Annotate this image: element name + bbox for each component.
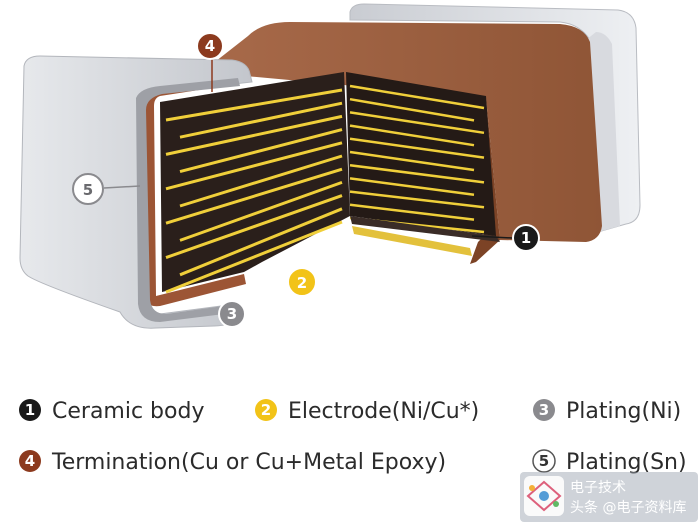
callout-1-marker: 1: [512, 224, 540, 252]
electrode-layer: [165, 114, 343, 156]
electrode-layer: [349, 203, 475, 221]
electrode-layer: [349, 163, 485, 184]
legend-item-electrode: 2 Electrode(Ni/Cu*): [255, 399, 479, 424]
electrode-layer: [165, 194, 343, 260]
callout-2-marker: 2: [287, 267, 317, 297]
callout-4-marker: 4: [196, 32, 224, 60]
termination-layer-left: [142, 76, 246, 307]
electrode-layer: [349, 84, 485, 110]
electrode-layer: [165, 220, 343, 294]
callout-5-number: 5: [83, 181, 93, 199]
callout-5-leader: [103, 185, 141, 189]
electrode-layer: [349, 177, 475, 197]
legend-plating-ni-number: 3: [539, 401, 549, 419]
ceramic-body-top: [202, 22, 602, 242]
legend-item-termination: 4 Termination(Cu or Cu+Metal Epoxy): [19, 450, 446, 475]
electrode-layer: [349, 97, 475, 122]
watermark-line2: 头条 @电子资料库: [570, 499, 686, 516]
electrode-layer: [349, 124, 475, 147]
right-termination-inner: [586, 32, 620, 232]
electrodes-left: [165, 88, 343, 294]
electrode-layer: [165, 88, 343, 122]
callout-3-number: 3: [227, 305, 237, 323]
watermark-backdrop: [520, 472, 698, 522]
callout-4-number: 4: [205, 37, 215, 55]
electrode-layer: [165, 167, 343, 225]
callout-3-marker: 3: [218, 300, 246, 328]
electrode-layer: [349, 190, 485, 209]
legend: 1 Ceramic body 2 Electrode(Ni/Cu*) 3 Pla…: [19, 399, 687, 475]
watermark: 电子技术 头条 @电子资料库: [520, 472, 698, 522]
legend-electrode-label: Electrode(Ni/Cu*): [288, 399, 479, 424]
electrode-layer: [349, 150, 475, 172]
electrode-layer: [179, 128, 343, 174]
electrode-layer: [179, 154, 343, 208]
callout-5-marker: 5: [72, 173, 104, 205]
bottom-ceramic-strip: [350, 216, 500, 242]
electrode-layer: [179, 180, 343, 242]
legend-plating-ni-label: Plating(Ni): [566, 399, 681, 424]
legend-item-ceramic-body: 1 Ceramic body: [19, 399, 204, 424]
callout-2-number: 2: [297, 274, 307, 292]
electrode-layer: [349, 111, 485, 135]
elecfans-logo-icon: [524, 476, 564, 516]
bottom-electrode-strip: [352, 226, 472, 256]
legend-ceramic-body-number: 1: [25, 401, 35, 419]
legend-ceramic-body-label: Ceramic body: [52, 399, 204, 424]
callout-1-number: 1: [521, 229, 531, 247]
nickel-plating-layer: [136, 78, 240, 322]
legend-termination-label: Termination(Cu or Cu+Metal Epoxy): [51, 450, 446, 475]
legend-plating-sn-number: 5: [539, 452, 549, 470]
watermark-line1: 电子技术: [570, 480, 626, 496]
legend-item-plating-sn: 5 Plating(Sn): [532, 449, 687, 475]
electrode-layer: [165, 141, 343, 191]
callout-1-leader: [471, 235, 513, 239]
electrode-layer: [179, 101, 343, 139]
legend-item-plating-ni: 3 Plating(Ni): [533, 399, 681, 424]
legend-termination-number: 4: [25, 452, 35, 470]
legend-electrode-number: 2: [261, 401, 271, 419]
electrode-layer: [179, 207, 343, 277]
legend-plating-sn-label: Plating(Sn): [566, 450, 687, 475]
electrode-layer: [349, 137, 485, 159]
